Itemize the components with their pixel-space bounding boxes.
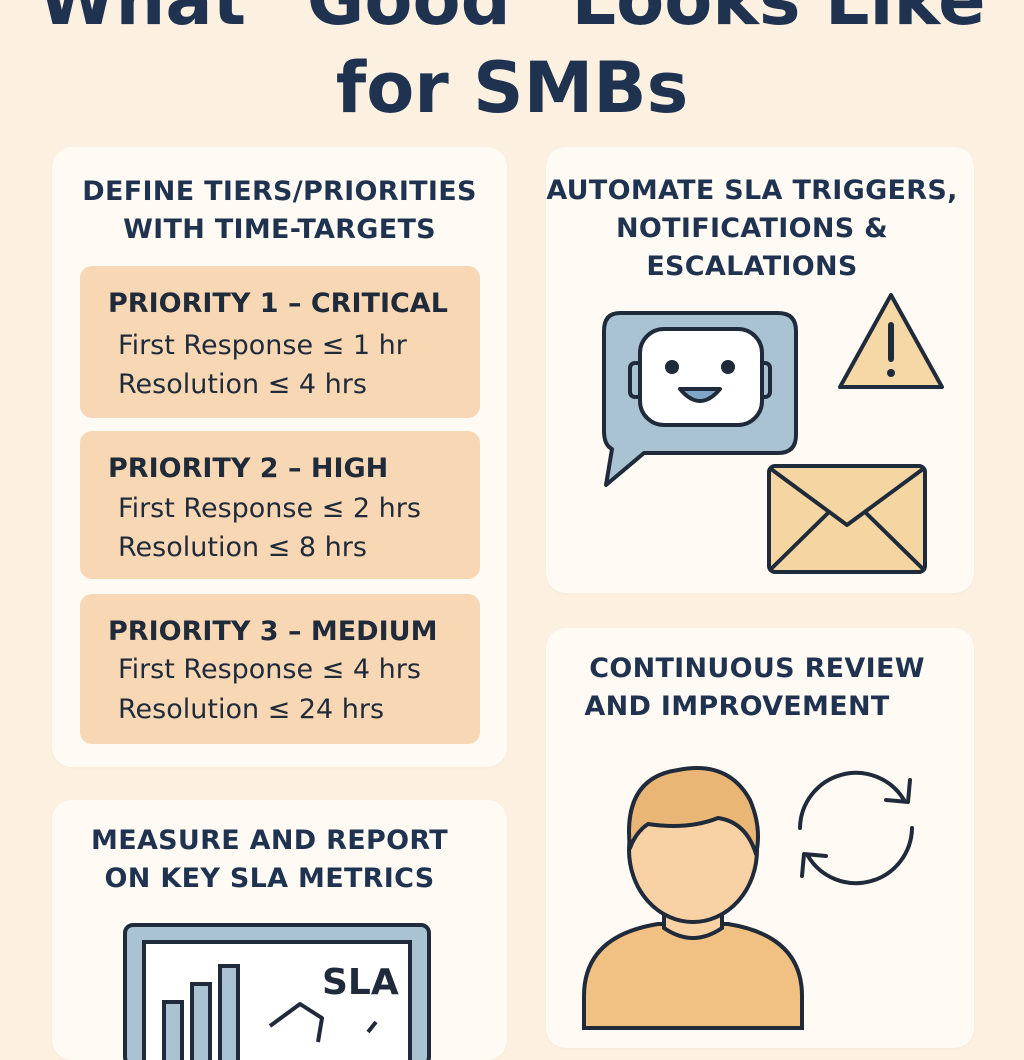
- priority-title: PRIORITY 2 – HIGH: [108, 453, 389, 484]
- measure-title-line2: ON KEY SLA METRICS: [104, 863, 435, 894]
- priority-2-block: PRIORITY 2 – HIGH First Response ≤ 2 hrs…: [80, 431, 480, 579]
- automate-title-line2: NOTIFICATIONS &: [615, 213, 889, 244]
- robot-chat-icon: [602, 311, 798, 487]
- tiers-card-title: DEFINE TIERS/PRIORITIES WITH TIME-TARGET…: [52, 173, 507, 249]
- review-title-line1: CONTINUOUS REVIEW: [589, 653, 925, 684]
- priority-1-block: PRIORITY 1 – CRITICAL First Response ≤ 1…: [80, 266, 480, 418]
- automate-title-line3: ESCALATIONS: [646, 251, 858, 282]
- review-card-title: CONTINUOUS REVIEW AND IMPROVEMENT: [546, 650, 968, 726]
- dashboard-sla-label: SLA: [322, 962, 399, 1003]
- automate-card: AUTOMATE SLA TRIGGERS, NOTIFICATIONS & E…: [546, 147, 974, 593]
- envelope-icon: [767, 464, 927, 574]
- page-title: What "Good" Looks Like for SMBs: [0, 0, 1024, 132]
- automate-title-line1: AUTOMATE SLA TRIGGERS,: [546, 175, 958, 206]
- first-response-target: First Response ≤ 4 hrs: [118, 654, 421, 685]
- review-title-line2: AND IMPROVEMENT: [584, 691, 890, 722]
- measure-card: MEASURE AND REPORT ON KEY SLA METRICS SL…: [52, 800, 507, 1060]
- warning-icon: [838, 293, 944, 389]
- priority-3-block: PRIORITY 3 – MEDIUM First Response ≤ 4 h…: [80, 594, 480, 744]
- page-title-line1: What "Good" Looks Like: [38, 0, 986, 41]
- tiers-card: DEFINE TIERS/PRIORITIES WITH TIME-TARGET…: [52, 147, 507, 767]
- first-response-target: First Response ≤ 2 hrs: [118, 493, 421, 524]
- measure-title-line1: MEASURE AND REPORT: [91, 825, 448, 856]
- person-icon: [582, 766, 804, 1030]
- first-response-target: First Response ≤ 1 hr: [118, 330, 407, 361]
- resolution-target: Resolution ≤ 4 hrs: [118, 369, 367, 400]
- priority-title: PRIORITY 3 – MEDIUM: [108, 616, 438, 647]
- tiers-title-line2: WITH TIME-TARGETS: [123, 214, 436, 245]
- resolution-target: Resolution ≤ 24 hrs: [118, 694, 385, 725]
- resolution-target: Resolution ≤ 8 hrs: [118, 532, 367, 563]
- automate-card-title: AUTOMATE SLA TRIGGERS, NOTIFICATIONS & E…: [538, 172, 966, 286]
- page-title-line2: for SMBs: [335, 47, 689, 129]
- measure-card-title: MEASURE AND REPORT ON KEY SLA METRICS: [42, 822, 497, 898]
- refresh-cycle-icon: [798, 770, 914, 886]
- review-card: CONTINUOUS REVIEW AND IMPROVEMENT: [546, 628, 974, 1048]
- priority-title: PRIORITY 1 – CRITICAL: [108, 288, 448, 319]
- tiers-title-line1: DEFINE TIERS/PRIORITIES: [82, 176, 477, 207]
